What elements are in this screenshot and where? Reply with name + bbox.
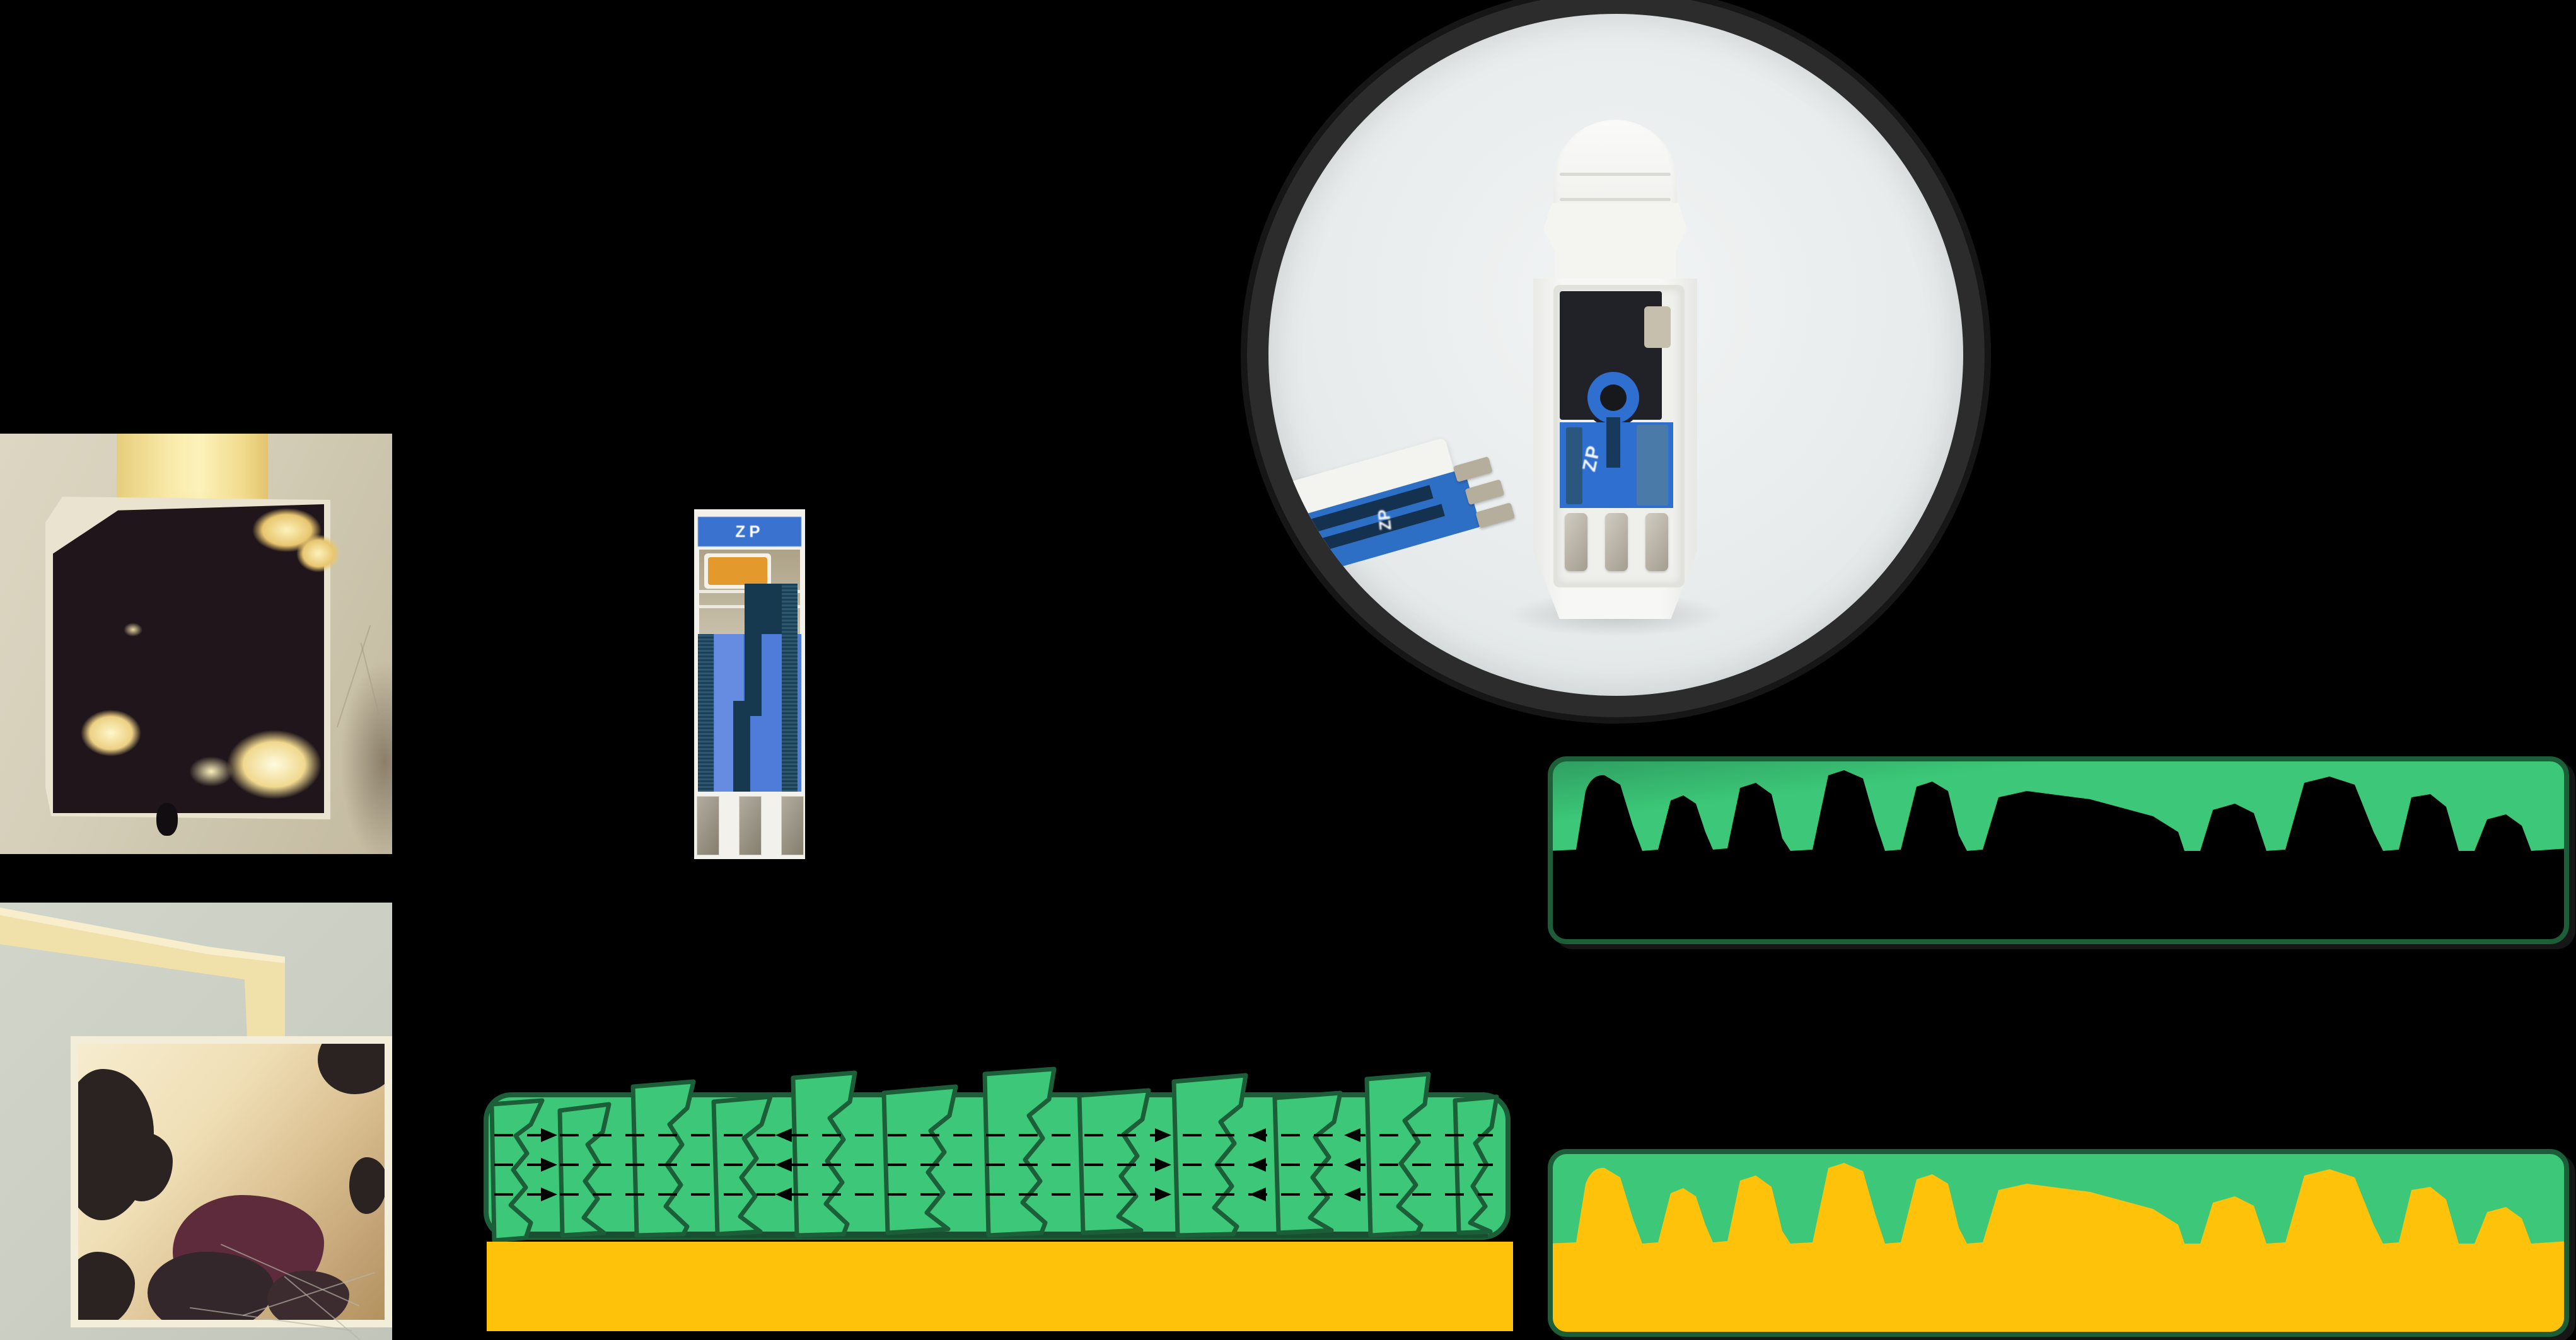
dome-groove [1560,198,1671,201]
micrograph-coated-chip [0,434,392,854]
gold-blotch [296,534,340,572]
interface-box-black [1548,756,2569,944]
panel-trace-right [1637,425,1668,505]
contact-pad-middle [739,796,762,855]
gold-substrate-bar [487,1242,1513,1331]
gold-speck [124,623,142,637]
electron-path-rows [494,1134,1493,1196]
photo-test-strip: ZP [694,509,805,859]
black-rough-layer [1550,770,2567,942]
right-electrode-trace [782,584,798,792]
reagent-window [708,557,767,585]
dark-patch [116,1132,173,1201]
interface-gold-svg [1548,1149,2569,1337]
gold-tab [1644,306,1671,348]
mirror-pad [78,1044,385,1320]
sensor-ring-hole [1600,384,1627,411]
gold-blotch [227,730,322,799]
micrograph-bare-chip [0,903,392,1340]
left-electrode-trace [698,634,714,792]
middle-electrode-trace-upper [745,584,762,716]
flake-schematic-svg [484,1066,1511,1243]
dark-patch [78,1252,135,1320]
photo-sensor-inset: ZP ZP [1247,0,1985,717]
interface-box-gold [1548,1149,2569,1337]
strip-header-band: ZP [698,517,801,546]
dark-patch [148,1252,274,1320]
device-neck [1543,203,1687,291]
dome-groove [1560,173,1671,176]
ring-stem-trace [1606,417,1620,468]
second-strip-pad [1465,479,1505,505]
strip-mark-label: ZP [735,522,764,541]
contact-pad-left [697,796,719,855]
device-pad-middle [1605,513,1628,571]
gold-rough-layer [1550,1163,2567,1334]
flake-schematic [479,1064,1526,1253]
dark-patch [349,1157,385,1214]
middle-electrode-trace-lower [733,701,750,792]
second-strip: ZP [1268,422,1545,652]
gold-lead [0,908,285,1039]
electron-arrows [541,1128,1361,1201]
gold-blotch [81,710,141,756]
contact-pad-right [781,796,804,855]
second-strip-pad [1453,456,1493,483]
second-strip-pad [1475,502,1516,529]
device-pad-left [1565,513,1587,571]
interface-black-svg [1548,756,2569,944]
panel-trace-left [1566,427,1582,504]
gold-blotch [189,756,233,787]
dark-patch [318,1044,385,1094]
second-strip-mark: ZP [1374,508,1395,531]
device-pad-right [1645,513,1668,571]
debris-dot [156,803,178,836]
